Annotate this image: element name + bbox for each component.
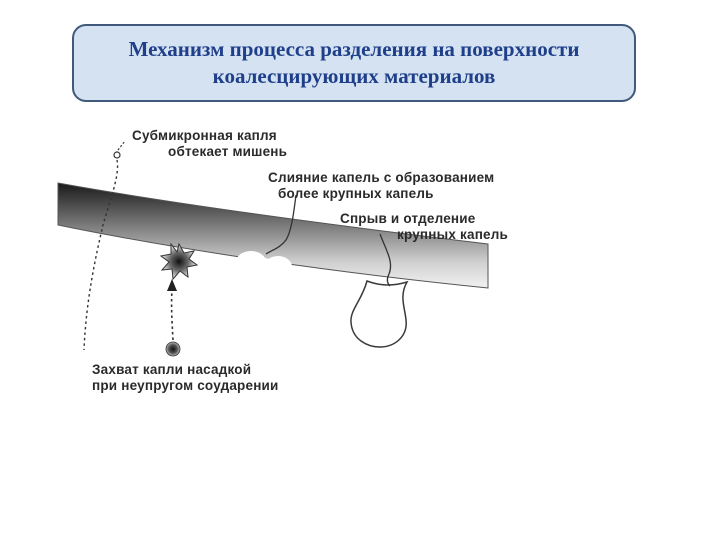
detach-leader	[379, 233, 392, 287]
coalescence-diagram	[57, 140, 489, 357]
title-line-1: Механизм процесса разделения на поверхно…	[128, 37, 580, 61]
detaching-drop	[350, 279, 409, 348]
label-detach: Спрыв и отделение крупных капель	[340, 211, 509, 242]
merging-droplets	[236, 251, 292, 278]
label-submicron: Субмикронная капля обтекает мишень	[132, 128, 288, 159]
title-line-2: коалесцирующих материалов	[212, 64, 496, 88]
title-box: Механизм процесса разделения на поверхно…	[72, 24, 636, 102]
impact-burst	[159, 242, 199, 281]
submicron-trajectory	[83, 159, 119, 351]
droplet-trajectory	[170, 289, 174, 341]
fiber	[57, 182, 489, 289]
label-merge: Слияние капель с образованием более круп…	[268, 170, 495, 201]
incoming-droplet	[165, 341, 181, 357]
submicron-droplet	[113, 151, 121, 159]
merge-leader	[265, 194, 297, 255]
label-capture: Захват капли насадкой при неупругом соуд…	[92, 362, 279, 393]
trajectory-arrowhead	[167, 279, 177, 291]
submicron-pointer	[117, 140, 126, 151]
